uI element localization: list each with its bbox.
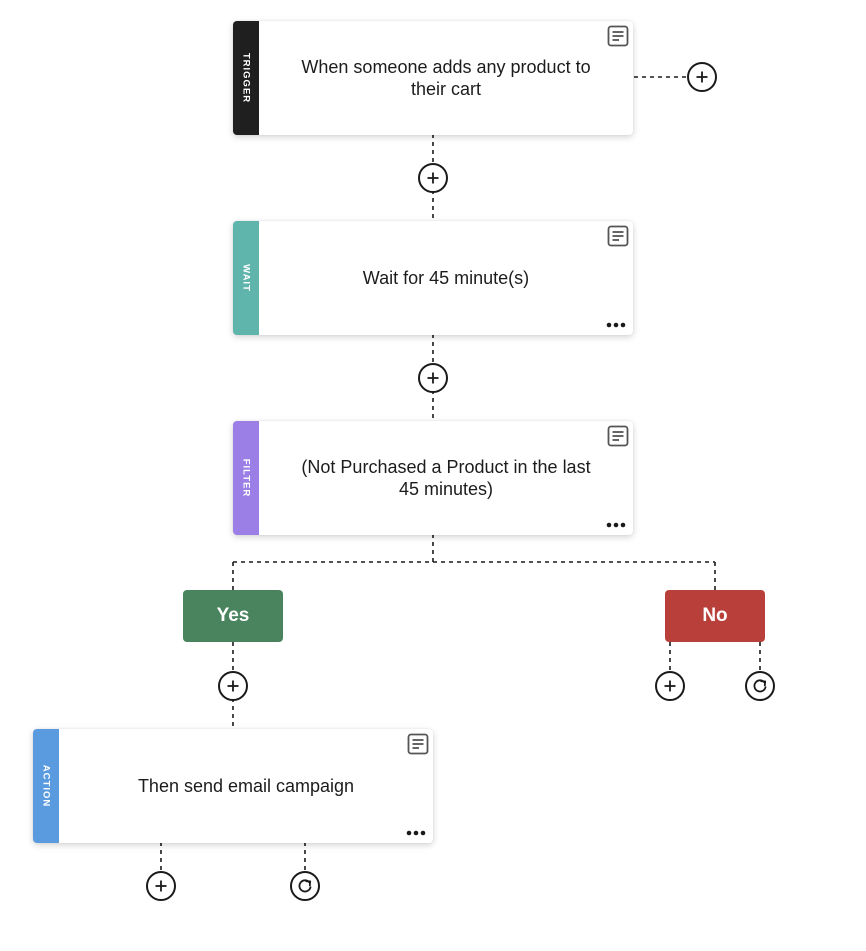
filter-label: FILTER bbox=[240, 458, 252, 498]
trigger-text: When someone adds any product to their c… bbox=[301, 57, 591, 99]
more-options-icon[interactable] bbox=[605, 316, 627, 332]
plus-icon bbox=[427, 172, 439, 184]
yes-branch-button[interactable]: Yes bbox=[183, 590, 283, 642]
wait-label: WAIT bbox=[240, 264, 252, 292]
add-step-button[interactable] bbox=[655, 671, 685, 701]
no-branch-label: No bbox=[702, 605, 728, 626]
refresh-icon bbox=[753, 679, 767, 693]
action-stripe: ACTION bbox=[33, 729, 59, 843]
add-step-button[interactable] bbox=[146, 871, 176, 901]
more-options-icon[interactable] bbox=[405, 824, 427, 840]
yes-branch-label: Yes bbox=[216, 605, 250, 626]
no-branch-button[interactable]: No bbox=[665, 590, 765, 642]
plus-icon bbox=[227, 680, 239, 692]
wait-card[interactable]: WAIT Wait for 45 minute(s) bbox=[233, 221, 633, 335]
filter-card[interactable]: FILTER (Not Purchased a Product in the l… bbox=[233, 421, 633, 535]
plus-icon bbox=[664, 680, 676, 692]
wait-stripe: WAIT bbox=[233, 221, 259, 335]
refresh-icon bbox=[298, 879, 312, 893]
note-icon[interactable] bbox=[606, 24, 630, 48]
note-icon[interactable] bbox=[606, 224, 630, 248]
trigger-label: TRIGGER bbox=[240, 52, 252, 104]
add-step-button[interactable] bbox=[687, 62, 717, 92]
note-icon[interactable] bbox=[406, 732, 430, 756]
add-step-button[interactable] bbox=[418, 163, 448, 193]
plus-icon bbox=[427, 372, 439, 384]
trigger-card[interactable]: TRIGGER When someone adds any product to… bbox=[233, 21, 633, 135]
more-options-icon[interactable] bbox=[605, 516, 627, 532]
loop-back-button[interactable] bbox=[745, 671, 775, 701]
plus-icon bbox=[155, 880, 167, 892]
action-text: Then send email campaign bbox=[137, 776, 355, 796]
add-step-button[interactable] bbox=[218, 671, 248, 701]
action-label: ACTION bbox=[40, 764, 52, 808]
wait-text: Wait for 45 minute(s) bbox=[362, 268, 530, 288]
add-step-button[interactable] bbox=[418, 363, 448, 393]
note-icon[interactable] bbox=[606, 424, 630, 448]
filter-text: (Not Purchased a Product in the last 45 … bbox=[301, 457, 591, 499]
loop-back-button[interactable] bbox=[290, 871, 320, 901]
filter-stripe: FILTER bbox=[233, 421, 259, 535]
plus-icon bbox=[696, 71, 708, 83]
action-card[interactable]: ACTION Then send email campaign bbox=[33, 729, 433, 843]
trigger-stripe: TRIGGER bbox=[233, 21, 259, 135]
